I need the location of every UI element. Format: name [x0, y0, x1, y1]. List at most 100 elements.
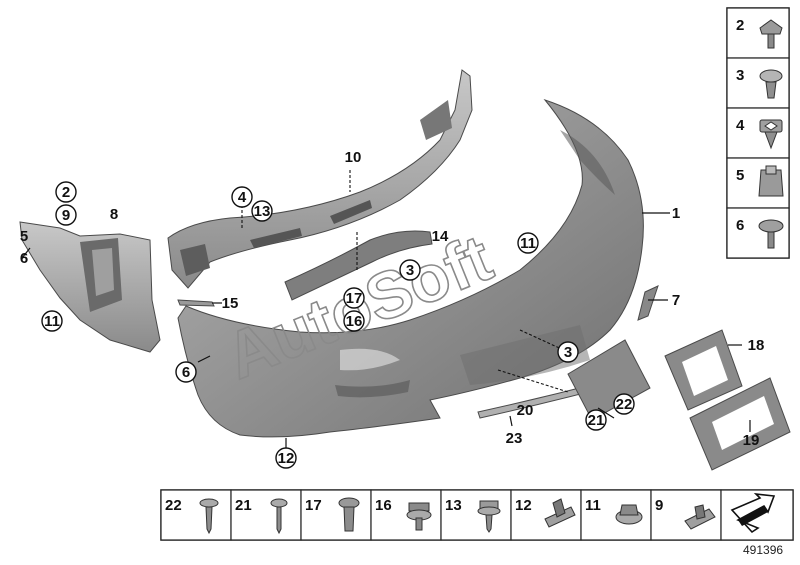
callout-label: 22 [616, 396, 633, 413]
direction-arrow-icon [730, 492, 776, 534]
callout-label: 19 [743, 432, 760, 449]
bumper-cover [177, 98, 644, 438]
callout-17: 17 [343, 287, 365, 309]
callout-7: 7 [672, 292, 680, 309]
callout-label: 9 [62, 207, 70, 224]
fastener-2-cell: 2 [726, 7, 790, 59]
fastener-16-icon [406, 502, 432, 531]
fastener-label: 5 [736, 167, 744, 184]
trim-7 [637, 285, 659, 321]
fastener-13-cell: 13 [440, 489, 512, 541]
callout-8: 8 [110, 206, 118, 223]
callout-22: 22 [613, 393, 635, 415]
callout-4: 4 [231, 186, 253, 208]
callout-13: 13 [251, 200, 273, 222]
direction-arrow-cell [720, 489, 794, 541]
callout-label: 8 [110, 206, 118, 223]
fastener-label: 6 [736, 217, 744, 234]
callout-2: 2 [55, 181, 77, 203]
catalog-number: 491396 [743, 543, 783, 557]
plate-18 [664, 329, 743, 411]
callout-23: 23 [506, 430, 523, 447]
fastener-11-icon [615, 504, 643, 525]
callout-label: 3 [564, 344, 572, 361]
plate-19 [689, 377, 791, 471]
fastener-label: 4 [736, 117, 745, 134]
callout-6: 6 [175, 361, 197, 383]
fastener-label: 12 [515, 497, 532, 514]
callout-label: 11 [44, 313, 60, 330]
callout-10: 10 [345, 149, 362, 166]
callout-label: 17 [346, 290, 363, 307]
fastener-label: 13 [445, 497, 462, 514]
fastener-5-cell: 5 [726, 157, 790, 209]
fastener-13-icon [477, 500, 501, 533]
fastener-12-cell: 12 [510, 489, 582, 541]
bumper-carrier [167, 69, 473, 289]
plate-20 [567, 339, 651, 421]
callout-11: 11 [41, 310, 63, 332]
fastener-4-cell: 4 [726, 107, 790, 159]
fastener-22-icon [199, 498, 219, 535]
fastener-label: 11 [585, 497, 601, 514]
fastener-9-cell: 9 [650, 489, 722, 541]
fastener-21-cell: 21 [230, 489, 302, 541]
fastener-6-icon [758, 219, 784, 249]
callout-label: 5 [20, 228, 28, 245]
callout-label: 11 [520, 235, 536, 252]
fastener-label: 16 [375, 497, 392, 514]
callout-label: 6 [182, 364, 190, 381]
callout-12: 12 [275, 447, 297, 469]
callout-16: 16 [343, 310, 365, 332]
fastener-21-icon [270, 498, 288, 535]
callout-label: 21 [588, 412, 605, 429]
callout-label: 13 [254, 203, 271, 220]
callout-label: 12 [278, 450, 295, 467]
callout-label: 20 [517, 402, 534, 419]
callout-11: 11 [517, 232, 539, 254]
callout-6: 6 [20, 250, 28, 267]
callout-5: 5 [20, 228, 28, 245]
fastener-16-cell: 16 [370, 489, 442, 541]
fastener-label: 22 [165, 497, 182, 514]
callout-19: 19 [743, 432, 760, 449]
leader-lines [21, 170, 751, 448]
callout-20: 20 [517, 402, 534, 419]
fastener-17-cell: 17 [300, 489, 372, 541]
fastener-4-icon [759, 119, 783, 150]
fastener-12-icon [544, 498, 576, 528]
callout-label: 2 [62, 184, 70, 201]
callout-9: 9 [55, 204, 77, 226]
callout-label: 23 [506, 430, 523, 447]
fastener-label: 3 [736, 67, 744, 84]
callout-label: 7 [672, 292, 680, 309]
fastener-3-cell: 3 [726, 57, 790, 109]
reinforcement-bar [284, 230, 433, 301]
fastener-2-icon [759, 19, 783, 49]
fastener-9-icon [684, 504, 716, 530]
side-legend: 2 3 4 5 6 [726, 7, 790, 259]
callout-label: 18 [748, 337, 765, 354]
callout-3: 3 [399, 259, 421, 281]
callout-3: 3 [557, 341, 579, 363]
fastener-label: 17 [305, 497, 322, 514]
callout-label: 14 [432, 228, 449, 245]
bottom-legend: 22 21 17 16 13 12 11 9 [160, 489, 794, 541]
trim-15 [177, 299, 215, 307]
callout-14: 14 [432, 228, 449, 245]
callout-15: 15 [222, 295, 239, 312]
fastener-label: 21 [235, 497, 252, 514]
callout-label: 6 [20, 250, 28, 267]
fastener-label: 9 [655, 497, 663, 514]
fastener-11-cell: 11 [580, 489, 652, 541]
callout-label: 1 [672, 205, 680, 222]
callout-label: 3 [406, 262, 414, 279]
fastener-label: 2 [736, 17, 744, 34]
callout-1: 1 [672, 205, 680, 222]
callout-label: 10 [345, 149, 362, 166]
fastener-5-icon [758, 165, 784, 197]
callout-label: 15 [222, 295, 239, 312]
callout-label: 16 [346, 313, 363, 330]
fastener-22-cell: 22 [160, 489, 232, 541]
